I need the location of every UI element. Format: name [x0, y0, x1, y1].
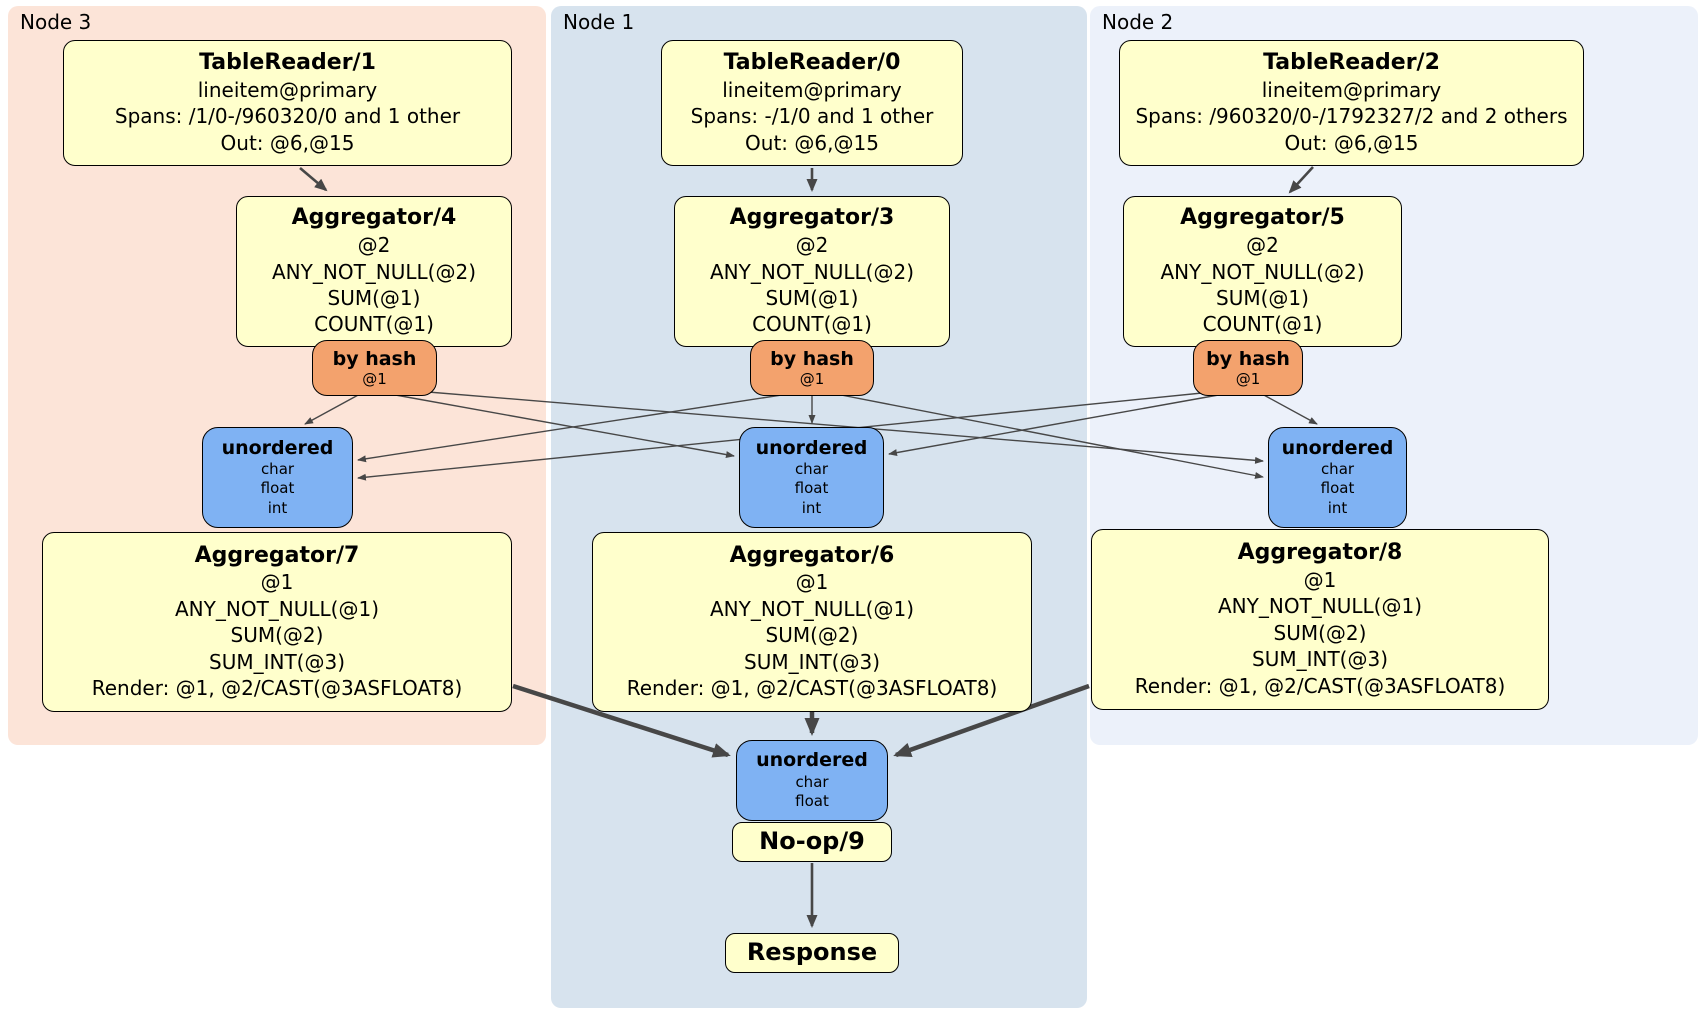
- box-title: TableReader/1: [199, 50, 376, 75]
- aggregator-4: Aggregator/4 @2 ANY_NOT_NULL(@2) SUM(@1)…: [236, 196, 512, 347]
- node3-label: Node 3: [20, 10, 92, 34]
- hash-router-node3: by hash @1: [312, 340, 437, 396]
- box-title: by hash: [1206, 347, 1290, 370]
- box-title: by hash: [770, 347, 854, 370]
- node2-label: Node 2: [1102, 10, 1174, 34]
- edge-tr1-agg4: [299, 167, 328, 192]
- unordered-sync-final: unordered char float: [736, 740, 888, 821]
- box-title: No-op/9: [759, 827, 865, 856]
- edge-byhash3-sync3: [357, 393, 789, 463]
- aggregator-5: Aggregator/5 @2 ANY_NOT_NULL(@2) SUM(@1)…: [1123, 196, 1402, 347]
- edge-byhash3-sync2: [835, 393, 1264, 479]
- aggregator-3: Aggregator/3 @2 ANY_NOT_NULL(@2) SUM(@1)…: [674, 196, 950, 347]
- box-title: TableReader/0: [723, 50, 901, 75]
- box-title: Aggregator/6: [729, 542, 895, 568]
- edge-byhash5-sync2: [1261, 393, 1318, 425]
- box-title: TableReader/2: [1263, 50, 1440, 75]
- tablereader-0: TableReader/0 lineitem@primary Spans: -/…: [661, 40, 963, 166]
- node1-label: Node 1: [563, 10, 635, 34]
- response: Response: [725, 933, 899, 973]
- box-title: unordered: [755, 436, 868, 459]
- edge-byhash5-sync1: [888, 393, 1225, 457]
- box-title: by hash: [332, 347, 417, 370]
- box-title: Aggregator/5: [1180, 205, 1345, 231]
- aggregator-6: Aggregator/6 @1 ANY_NOT_NULL(@1) SUM(@2)…: [592, 532, 1032, 712]
- noop-9: No-op/9: [732, 822, 892, 862]
- box-title: Aggregator/8: [1237, 540, 1403, 566]
- box-title: Response: [746, 938, 878, 967]
- aggregator-7: Aggregator/7 @1 ANY_NOT_NULL(@1) SUM(@2)…: [42, 532, 512, 712]
- box-title: unordered: [756, 749, 868, 772]
- box-title: unordered: [1281, 436, 1394, 459]
- box-title: Aggregator/3: [729, 205, 895, 231]
- box-title: unordered: [221, 436, 334, 459]
- edge-agg7-finalsync: [512, 683, 731, 758]
- hash-router-node1: by hash @1: [750, 340, 874, 396]
- tablereader-2: TableReader/2 lineitem@primary Spans: /9…: [1119, 40, 1584, 166]
- unordered-sync-node3: unordered char float int: [202, 427, 353, 528]
- box-title: Aggregator/7: [194, 542, 360, 568]
- unordered-sync-node2: unordered char float int: [1268, 427, 1407, 528]
- edge-agg8-finalsync: [893, 683, 1090, 758]
- hash-router-node2: by hash @1: [1193, 340, 1303, 396]
- edge-byhash4-sync3: [304, 393, 361, 425]
- tablereader-1: TableReader/1 lineitem@primary Spans: /1…: [63, 40, 512, 166]
- box-title: Aggregator/4: [291, 205, 457, 231]
- unordered-sync-node1: unordered char float int: [739, 427, 884, 528]
- edge-tr2-agg5: [1288, 166, 1314, 194]
- aggregator-8: Aggregator/8 @1 ANY_NOT_NULL(@1) SUM(@2)…: [1091, 529, 1549, 710]
